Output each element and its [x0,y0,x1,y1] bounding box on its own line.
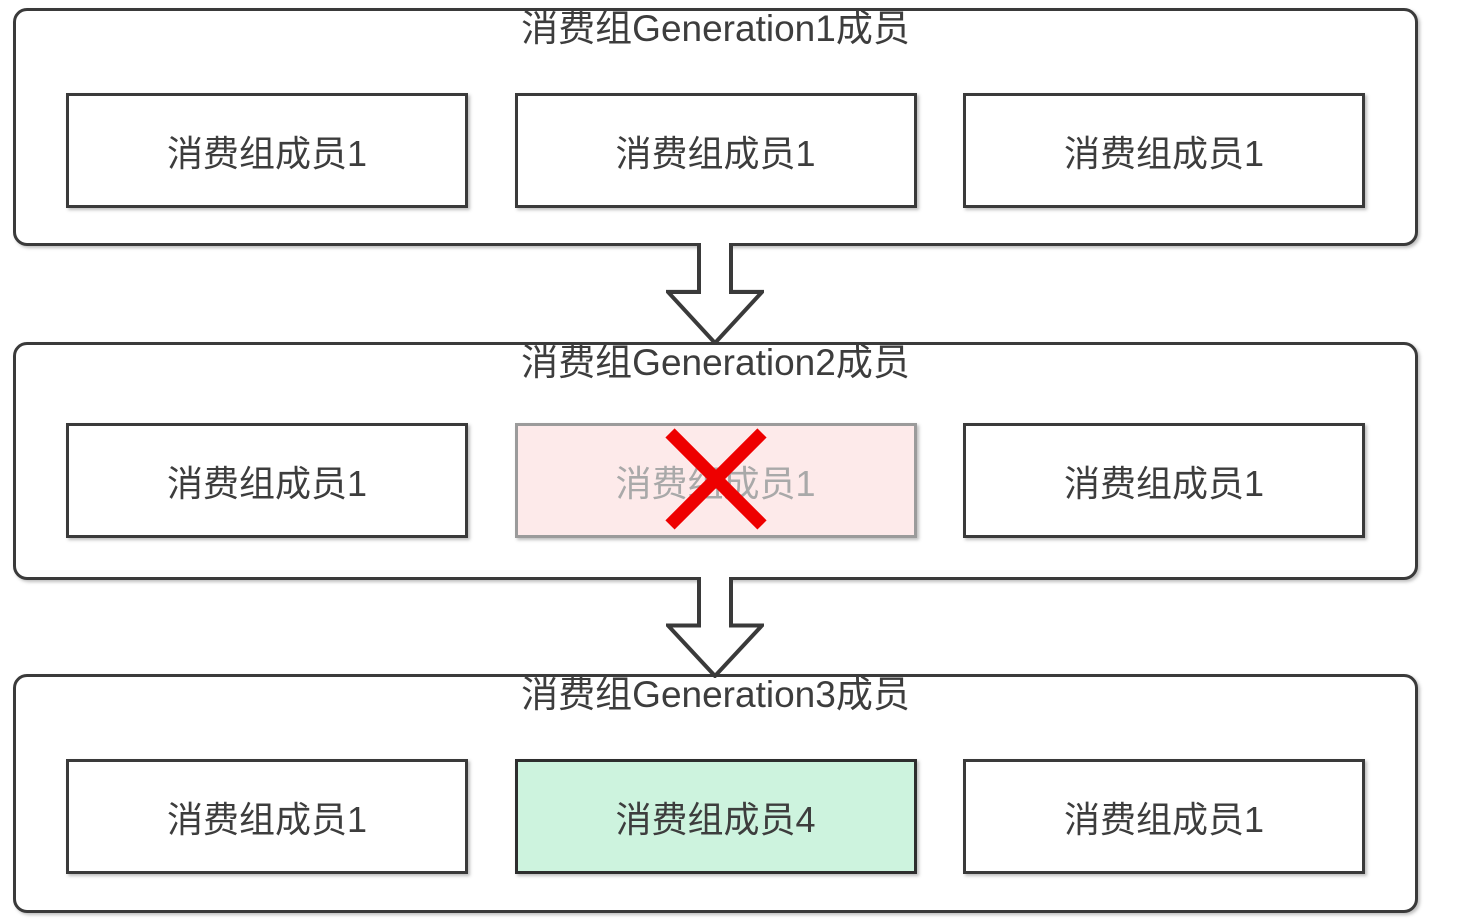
generation2-group-box: 消费组Generation2成员 消费组成员1 消费组成员1 消费组成员1 [13,342,1418,580]
member-label: 消费组成员1 [166,462,368,504]
generation1-title: 消费组Generation1成员 [521,8,910,49]
member-box-added: 消费组成员4 [514,759,917,874]
member-label: 消费组成员4 [615,798,816,840]
member-label: 消费组成员1 [166,132,368,174]
member-box-removed: 消费组成员1 [514,423,917,538]
member-label: 消费组成员1 [166,798,368,840]
generation2-members-row: 消费组成员1 消费组成员1 消费组成员1 [16,423,1415,538]
arrow-down-icon [666,577,764,678]
generation1-group-box: 消费组Generation1成员 消费组成员1 消费组成员1 消费组成员1 [13,8,1418,246]
member-box: 消费组成员1 [963,759,1365,874]
generation3-members-row: 消费组成员1 消费组成员4 消费组成员1 [16,759,1415,874]
member-label: 消费组成员1 [1063,462,1265,504]
member-box: 消费组成员1 [963,93,1365,208]
member-box: 消费组成员1 [66,423,468,538]
member-box: 消费组成员1 [963,423,1365,538]
generation3-group-box: 消费组Generation3成员 消费组成员1 消费组成员4 消费组成员1 [13,674,1418,913]
member-label: 消费组成员1 [615,462,816,504]
generation3-title: 消费组Generation3成员 [521,674,910,715]
member-label: 消费组成员1 [1063,798,1265,840]
generation1-members-row: 消费组成员1 消费组成员1 消费组成员1 [16,93,1415,208]
member-label: 消费组成员1 [615,132,816,174]
member-box: 消费组成员1 [66,93,468,208]
member-box: 消费组成员1 [66,759,468,874]
arrow-down-icon [666,243,764,345]
member-label: 消费组成员1 [1063,132,1265,174]
member-box: 消费组成员1 [514,93,917,208]
generation2-title: 消费组Generation2成员 [521,342,910,383]
